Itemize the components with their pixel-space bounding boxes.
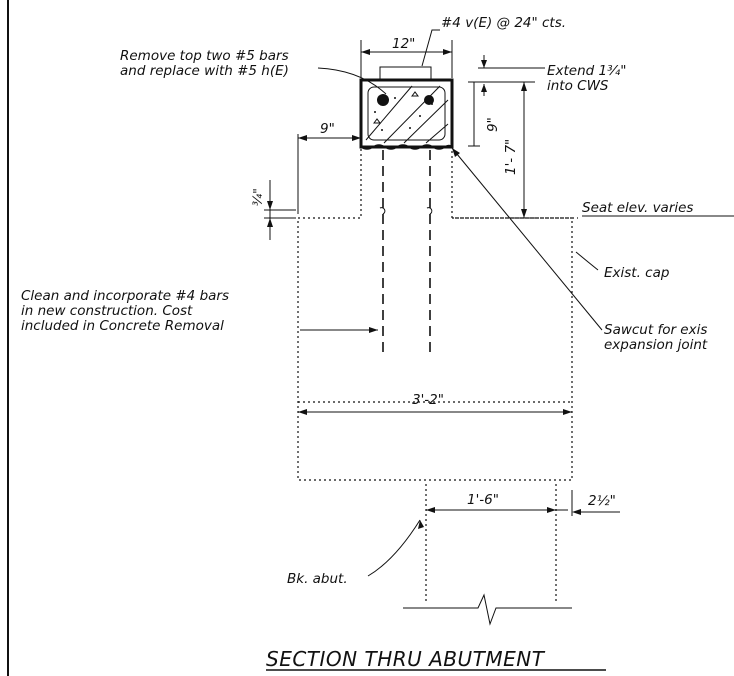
section-title: SECTION THRU ABUTMENT	[266, 647, 546, 671]
back-abutment-note: Bk. abut.	[287, 571, 348, 587]
dim-step-height: ¾"	[250, 188, 265, 206]
dim-abut-width: 1'-6"	[467, 492, 499, 508]
existing-cap-note: Exist. cap	[604, 265, 669, 281]
dim-top-width: 12"	[392, 36, 415, 52]
dimension-lines	[264, 29, 734, 516]
extend-note-line1: Extend 1¾"	[547, 63, 626, 79]
dim-left-offset: 9"	[320, 121, 335, 137]
rebar-left	[377, 94, 389, 106]
seat-elevation-note: Seat elev. varies	[582, 200, 693, 216]
top-hook-bar	[379, 66, 432, 80]
extend-note-line2: into CWS	[547, 78, 609, 94]
remove-bars-note-line1: Remove top two #5 bars	[120, 48, 289, 64]
existing-cap-outline	[297, 149, 573, 481]
clean-bars-note-line3: included in Concrete Removal	[21, 318, 224, 334]
dim-cap-width: 3'-2"	[412, 392, 444, 408]
clean-bars-note-line2: in new construction. Cost	[21, 303, 193, 319]
remove-bars-note-line2: and replace with #5 h(E)	[120, 63, 289, 79]
rebar-right	[424, 95, 434, 105]
back-abutment-outline	[403, 484, 572, 626]
clean-bars-note-line1: Clean and incorporate #4 bars	[21, 288, 229, 304]
sawcut-note-line1: Sawcut for exis	[604, 322, 707, 338]
dashed-rebars	[379, 150, 433, 352]
sawcut-note-line2: expansion joint	[604, 337, 708, 353]
dim-total-height: 1'- 7"	[503, 139, 519, 175]
bar-spacing-note: #4 v(E) @ 24" cts.	[441, 15, 566, 31]
new-concrete-block	[359, 78, 454, 150]
dim-block-height: 9"	[485, 117, 501, 132]
note-leaders	[300, 67, 603, 577]
dim-abut-offset: 2½"	[588, 493, 616, 509]
